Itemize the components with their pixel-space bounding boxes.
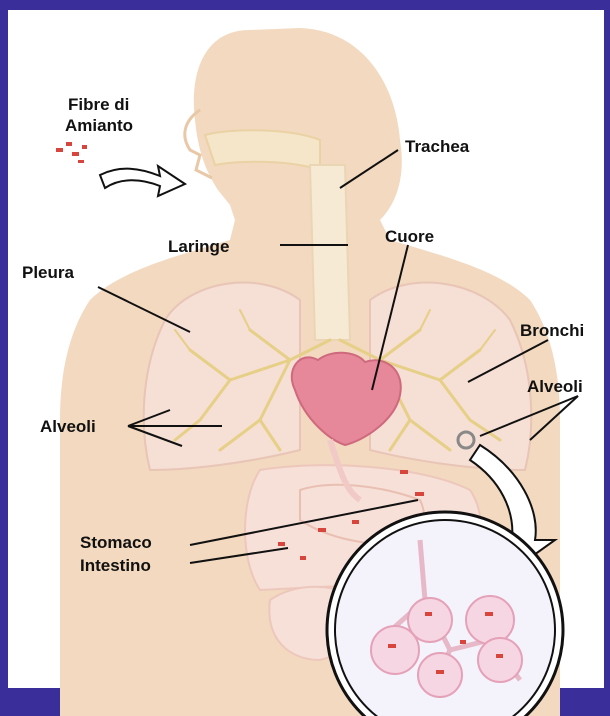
label-trachea: Trachea [405, 137, 470, 156]
label-laringe: Laringe [168, 237, 229, 256]
label-alveoli-right: Alveoli [527, 377, 583, 396]
label-bronchi: Bronchi [520, 321, 584, 340]
label-fibre-line1: Fibre di [68, 95, 129, 114]
label-stomaco: Stomaco [80, 533, 152, 552]
label-alveoli-left: Alveoli [40, 417, 96, 436]
label-fibre-line2: Amianto [65, 116, 133, 135]
label-pleura: Pleura [22, 263, 75, 282]
inhalation-arrow [100, 166, 185, 196]
label-intestino: Intestino [80, 556, 151, 575]
trachea-tube [310, 165, 350, 340]
label-cuore: Cuore [385, 227, 434, 246]
